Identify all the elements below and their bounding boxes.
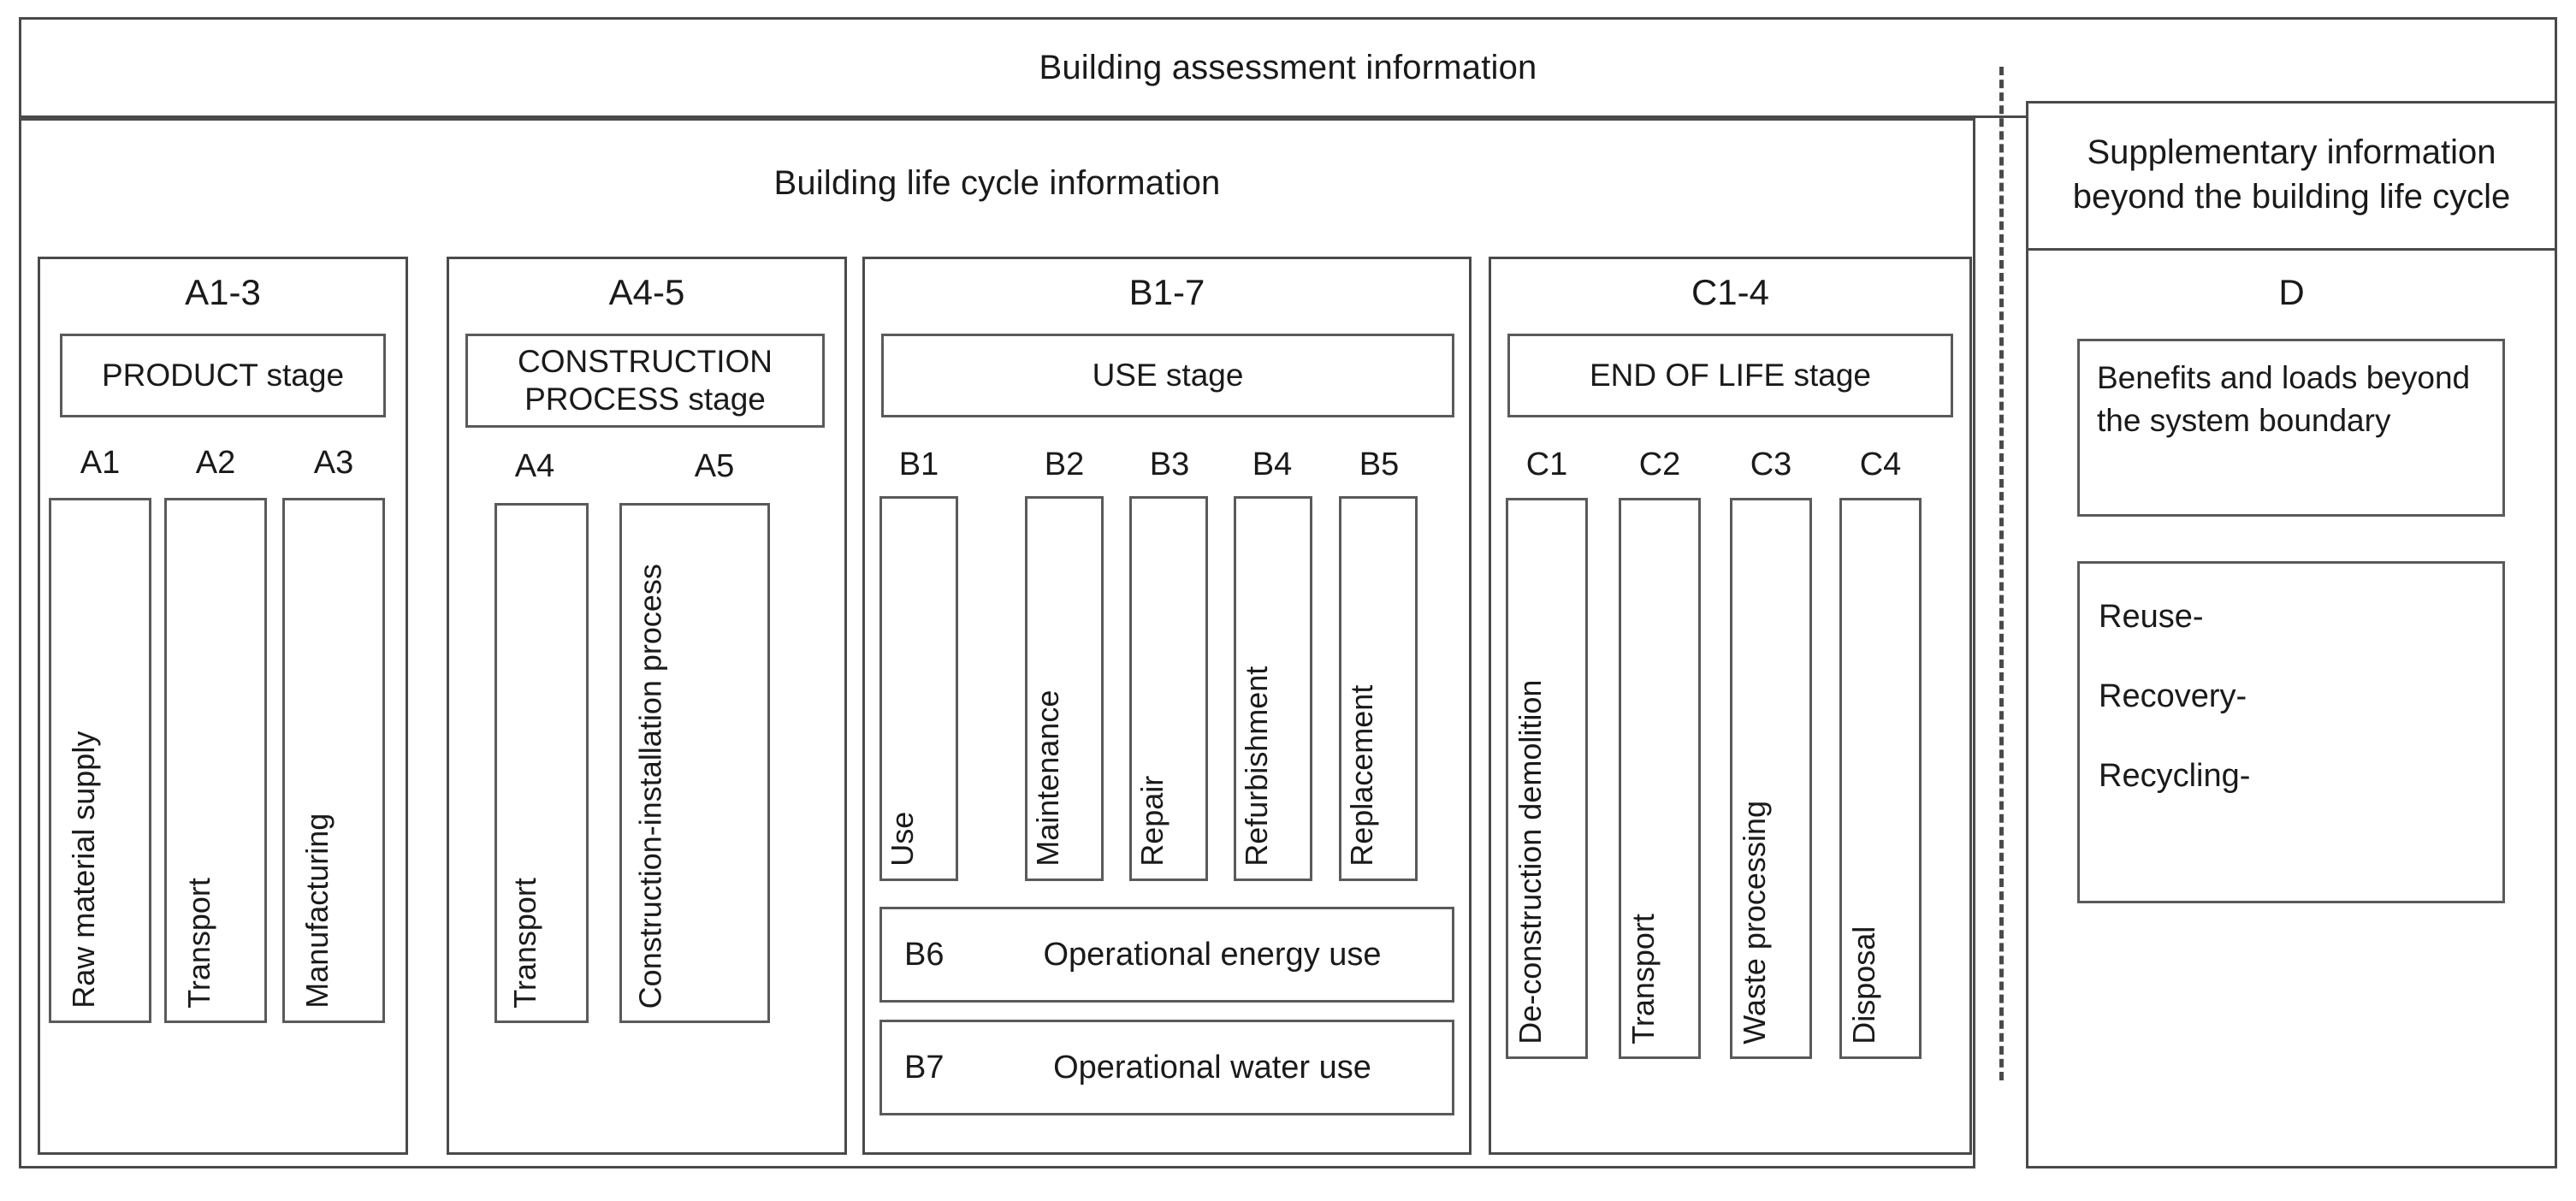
benefits-and-loads-box: Benefits and loads beyond the system bou… — [2077, 339, 2505, 517]
module-box-c4: Disposal — [1839, 498, 1922, 1059]
module-label-b2: Maintenance — [1030, 689, 1066, 867]
module-label-a2: Transport — [181, 878, 217, 1009]
module-box-b5: Replacement — [1339, 496, 1418, 881]
reuse-line-2: Recovery- — [2099, 678, 2247, 715]
module-code-c2: C2 — [1638, 447, 1681, 482]
stage-label-use: USE stage — [1092, 357, 1244, 393]
module-box-b1: Use — [879, 496, 958, 881]
module-box-c1: De-construction demolition — [1506, 498, 1588, 1059]
module-code-c1: C1 — [1525, 447, 1568, 482]
module-code-c4: C4 — [1859, 447, 1902, 482]
module-label-a3: Manufacturing — [299, 813, 335, 1009]
module-box-b4: Refurbishment — [1234, 496, 1312, 881]
building-life-cycle-information-label-wrap: Building life cycle information — [19, 118, 1975, 248]
module-box-a4: Transport — [494, 503, 589, 1023]
module-label-c4: Disposal — [1846, 926, 1882, 1044]
supplementary-information-label: Supplementary information beyond the bui… — [2072, 133, 2511, 216]
panel-code-c1-4: C1-4 — [1691, 272, 1770, 312]
reuse-recovery-recycling-list: Reuse- Recovery- Recycling- — [2080, 564, 2502, 830]
building-life-cycle-information-label: Building life cycle information — [773, 164, 1221, 202]
building-assessment-information-banner: Building assessment information — [19, 17, 2557, 118]
module-code-b5: B5 — [1359, 447, 1400, 482]
stage-label-product: PRODUCT stage — [101, 357, 345, 393]
stage-label-end-of-life: END OF LIFE stage — [1590, 357, 1871, 393]
module-row-b6: B6 Operational energy use — [879, 907, 1454, 1003]
module-box-a2: Transport — [164, 498, 267, 1023]
module-row-b7: B7 Operational water use — [879, 1020, 1454, 1115]
module-box-b3: Repair — [1129, 496, 1208, 881]
module-box-b2: Maintenance — [1025, 496, 1104, 881]
stage-box-product: PRODUCT stage — [60, 334, 386, 417]
module-box-a1: Raw material supply — [49, 498, 151, 1023]
module-code-a2: A2 — [195, 445, 236, 481]
module-label-b7: Operational water use — [1053, 1049, 1371, 1086]
scope-boundary-dashed-divider — [1999, 67, 2004, 1080]
stage-label-construction-process: CONSTRUCTION PROCESS stage — [517, 343, 773, 417]
module-box-a5: Construction-installation process — [619, 503, 770, 1023]
module-label-a4: Transport — [507, 878, 543, 1009]
module-box-c3: Waste processing — [1730, 498, 1812, 1059]
panel-code-a1-3: A1-3 — [185, 272, 261, 312]
reuse-line-1: Reuse- — [2099, 599, 2204, 635]
module-label-b3: Repair — [1134, 775, 1170, 867]
module-code-b4: B4 — [1252, 447, 1293, 482]
panel-code-b1-7: B1-7 — [1128, 272, 1205, 312]
panel-code-d: D — [2278, 272, 2305, 312]
building-assessment-information-label: Building assessment information — [1039, 49, 1537, 86]
module-code-b6: B6 — [904, 936, 945, 973]
module-code-b7: B7 — [904, 1049, 945, 1086]
module-label-a5: Construction-installation process — [633, 563, 669, 1009]
module-code-a5: A5 — [694, 448, 735, 484]
module-box-a3: Manufacturing — [282, 498, 385, 1023]
stage-box-use: USE stage — [881, 334, 1454, 417]
module-label-b5: Replacement — [1344, 684, 1380, 867]
module-label-b4: Refurbishment — [1239, 666, 1275, 867]
benefits-and-loads-label: Benefits and loads beyond the system bou… — [2097, 360, 2471, 438]
module-label-c3: Waste processing — [1737, 801, 1773, 1044]
module-code-a1: A1 — [80, 445, 121, 481]
module-label-c2: Transport — [1626, 914, 1661, 1044]
module-code-c3: C3 — [1750, 447, 1792, 482]
module-label-b6: Operational energy use — [1043, 936, 1382, 973]
module-label-c1: De-construction demolition — [1513, 679, 1549, 1044]
module-code-b1: B1 — [898, 447, 939, 482]
supplementary-information-label-wrap: Supplementary information beyond the bui… — [2026, 101, 2557, 248]
stage-box-end-of-life: END OF LIFE stage — [1507, 334, 1953, 417]
module-code-b2: B2 — [1044, 447, 1085, 482]
module-box-c2: Transport — [1619, 498, 1701, 1059]
panel-code-a4-5: A4-5 — [608, 272, 685, 312]
reuse-recovery-recycling-box: Reuse- Recovery- Recycling- — [2077, 561, 2505, 903]
stage-box-construction-process: CONSTRUCTION PROCESS stage — [465, 334, 825, 428]
module-label-a1: Raw material supply — [66, 731, 102, 1009]
module-code-b3: B3 — [1149, 447, 1190, 482]
supplementary-banner-divider — [2026, 248, 2557, 251]
module-label-b1: Use — [885, 811, 921, 867]
reuse-line-3: Recycling- — [2099, 758, 2251, 795]
module-code-a3: A3 — [313, 445, 354, 481]
module-code-a4: A4 — [514, 448, 555, 484]
